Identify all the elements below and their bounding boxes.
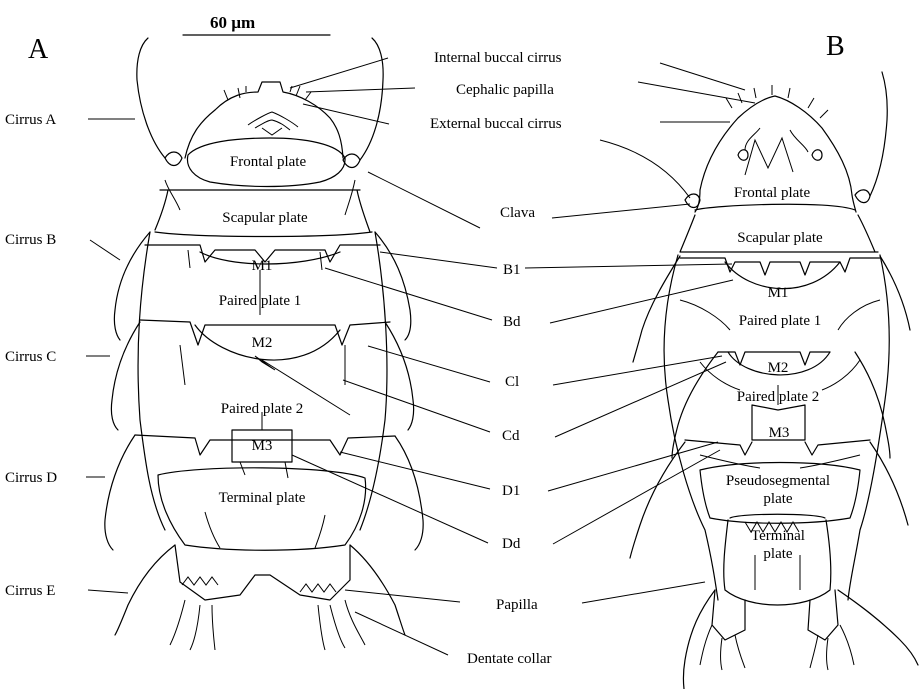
label-papilla: Papilla bbox=[496, 597, 538, 613]
a-label-paired-plate-2: Paired plate 2 bbox=[221, 401, 303, 417]
b-cirrus-a bbox=[870, 72, 887, 196]
label-cirrus-e: Cirrus E bbox=[5, 583, 55, 599]
b-label-pseudosegmental-plate: plate bbox=[763, 491, 792, 507]
b-label-m3: M3 bbox=[769, 425, 790, 441]
a-body-outline bbox=[138, 232, 387, 530]
label-cirrus-c: Cirrus C bbox=[5, 349, 56, 365]
a-cirrus-a-right bbox=[360, 38, 383, 160]
b-label-frontal-plate: Frontal plate bbox=[734, 185, 811, 201]
figure-b bbox=[600, 72, 918, 689]
b-label-terminal: Terminal bbox=[751, 528, 805, 544]
b-label-scapular-plate: Scapular plate bbox=[737, 230, 823, 246]
leader-lines bbox=[86, 58, 755, 655]
b-label-paired-plate-2: Paired plate 2 bbox=[737, 389, 819, 405]
scale-bar-label: 60 µm bbox=[210, 13, 255, 32]
b-label-m2: M2 bbox=[768, 360, 789, 376]
panel-label-b: B bbox=[826, 31, 845, 62]
b-label-paired-plate-1: Paired plate 1 bbox=[739, 313, 821, 329]
label-cirrus-b: Cirrus B bbox=[5, 232, 56, 248]
panel-label-a: A bbox=[28, 34, 49, 65]
a-label-scapular-plate: Scapular plate bbox=[222, 210, 308, 226]
a-terminal-plate-outline bbox=[158, 468, 366, 550]
a-label-paired-plate-1: Paired plate 1 bbox=[219, 293, 301, 309]
a-label-m3: M3 bbox=[252, 438, 273, 454]
b-label-pseudosegmental: Pseudosegmental bbox=[726, 473, 830, 489]
label-cl: Cl bbox=[505, 374, 519, 390]
label-cd: Cd bbox=[502, 428, 520, 444]
a-label-terminal-plate: Terminal plate bbox=[219, 490, 306, 506]
label-b1: B1 bbox=[503, 262, 521, 278]
label-clava: Clava bbox=[500, 205, 535, 221]
a-label-m1: M1 bbox=[252, 258, 273, 274]
label-cirrus-a: Cirrus A bbox=[5, 112, 56, 128]
a-label-m2: M2 bbox=[252, 335, 273, 351]
label-external-buccal-cirrus: External buccal cirrus bbox=[430, 116, 562, 132]
b-label-terminal-plate: plate bbox=[763, 546, 792, 562]
label-dentate-collar: Dentate collar bbox=[467, 651, 552, 667]
label-d1: D1 bbox=[502, 483, 520, 499]
label-bd: Bd bbox=[503, 314, 521, 330]
b-head-outline bbox=[700, 96, 852, 195]
b-label-m1: M1 bbox=[768, 285, 789, 301]
label-cirrus-d: Cirrus D bbox=[5, 470, 57, 486]
label-dd: Dd bbox=[502, 536, 521, 552]
a-label-frontal-plate: Frontal plate bbox=[230, 154, 307, 170]
a-cirrus-a-left bbox=[137, 38, 165, 158]
a-head-outline bbox=[215, 82, 343, 158]
label-cephalic-papilla: Cephalic papilla bbox=[456, 82, 554, 98]
label-internal-buccal-cirrus: Internal buccal cirrus bbox=[434, 50, 562, 66]
